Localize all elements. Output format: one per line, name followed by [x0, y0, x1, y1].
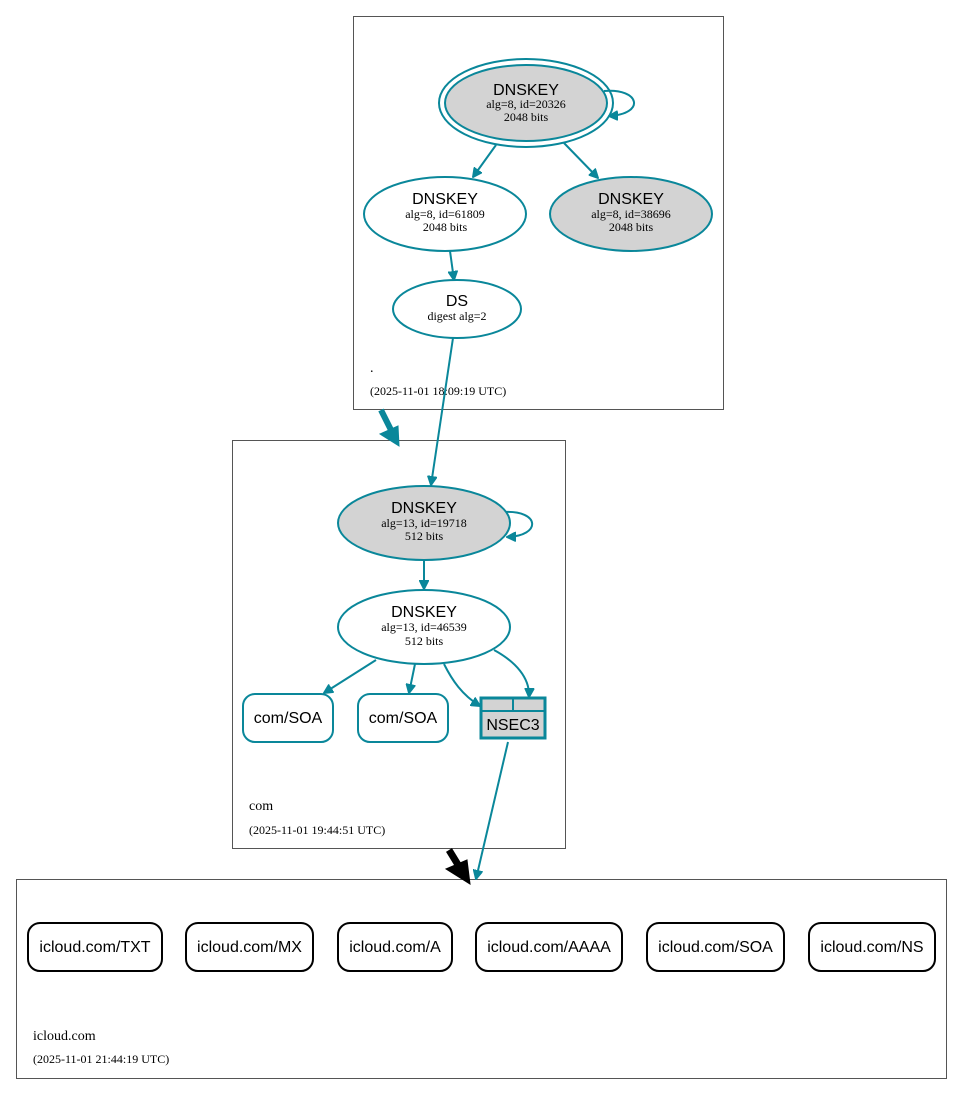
com-ksk-line1: alg=13, id=19718 — [381, 516, 467, 530]
com-zone-name: com — [249, 799, 273, 814]
com-nsec3-label: NSEC3 — [486, 717, 539, 734]
icloud-record-txt[interactable]: icloud.com/TXT — [27, 922, 163, 972]
com-soa-2-label: com/SOA — [369, 710, 438, 727]
edge-ds-to-com-ksk — [431, 337, 454, 485]
edge-com-zsk-to-soa2 — [409, 663, 416, 693]
root-other-title: DNSKEY — [598, 191, 664, 208]
edge-root-zsk-to-ds — [450, 250, 454, 280]
icloud-zone-name: icloud.com — [33, 1029, 96, 1044]
delegation-com-icloud-arrowhead — [444, 859, 471, 885]
icloud-zone-box — [16, 879, 947, 1079]
edge-delegation-root-com — [378, 408, 394, 432]
root-ksk-title: DNSKEY — [493, 82, 559, 99]
com-soa-node-1[interactable]: com/SOA — [242, 693, 334, 743]
icloud-zone-cluster: icloud.com (2025-11-01 21:44:19 UTC) — [16, 879, 947, 1079]
icloud-record-txt-label: icloud.com/TXT — [39, 939, 150, 956]
icloud-record-mx-label: icloud.com/MX — [197, 939, 302, 956]
com-ksk-title: DNSKEY — [391, 500, 457, 517]
edge-com-zsk-to-nsec3-b — [493, 649, 529, 697]
root-zone-timestamp: (2025-11-01 18:09:19 UTC) — [370, 384, 506, 398]
delegation-root-com-arrowhead — [378, 425, 400, 447]
edge-com-zsk-to-soa1 — [324, 659, 377, 693]
edge-root-ksk-to-zsk — [473, 144, 497, 177]
icloud-record-aaaa[interactable]: icloud.com/AAAA — [475, 922, 623, 972]
root-ksk-line1: alg=8, id=20326 — [486, 97, 566, 111]
root-ds-title: DS — [446, 293, 468, 310]
com-dnskey-zsk-node[interactable]: DNSKEY alg=13, id=46539 512 bits — [337, 589, 511, 665]
icloud-zone-timestamp: (2025-11-01 21:44:19 UTC) — [33, 1052, 169, 1066]
com-ksk-line2: 512 bits — [405, 529, 444, 543]
edge-root-ksk-self — [603, 89, 635, 116]
com-zsk-line1: alg=13, id=46539 — [381, 620, 467, 634]
root-other-line1: alg=8, id=38696 — [591, 207, 671, 221]
edge-root-ksk-to-other — [563, 142, 598, 178]
root-ds-line1: digest alg=2 — [427, 309, 486, 323]
root-ksk-line2: 2048 bits — [504, 110, 549, 124]
root-zsk-title: DNSKEY — [412, 191, 478, 208]
com-dnskey-ksk-node[interactable]: DNSKEY alg=13, id=19718 512 bits — [337, 485, 511, 561]
root-dnskey-ksk-node[interactable]: DNSKEY alg=8, id=20326 2048 bits — [438, 58, 614, 148]
icloud-record-soa-label: icloud.com/SOA — [658, 939, 773, 956]
com-soa-node-2[interactable]: com/SOA — [357, 693, 449, 743]
root-zsk-line2: 2048 bits — [423, 220, 468, 234]
root-other-line2: 2048 bits — [609, 220, 654, 234]
root-dnskey-other-node[interactable]: DNSKEY alg=8, id=38696 2048 bits — [549, 176, 713, 252]
root-dnskey-zsk-node[interactable]: DNSKEY alg=8, id=61809 2048 bits — [363, 176, 527, 252]
icloud-record-ns[interactable]: icloud.com/NS — [808, 922, 936, 972]
icloud-record-a-label: icloud.com/A — [349, 939, 441, 956]
root-zone-name: . — [370, 361, 374, 376]
com-zsk-line2: 512 bits — [405, 634, 444, 648]
com-soa-1-label: com/SOA — [254, 710, 323, 727]
icloud-record-mx[interactable]: icloud.com/MX — [185, 922, 314, 972]
icloud-record-a[interactable]: icloud.com/A — [337, 922, 453, 972]
com-zone-timestamp: (2025-11-01 19:44:51 UTC) — [249, 823, 385, 837]
edge-nsec3-to-icloud — [476, 741, 509, 879]
com-zsk-title: DNSKEY — [391, 604, 457, 621]
edge-com-ksk-self — [503, 510, 534, 537]
edges — [324, 89, 635, 885]
root-zsk-line1: alg=8, id=61809 — [405, 207, 485, 221]
com-nsec3-node[interactable]: NSEC3 — [479, 696, 547, 740]
icloud-record-soa[interactable]: icloud.com/SOA — [646, 922, 785, 972]
icloud-record-aaaa-label: icloud.com/AAAA — [487, 939, 611, 956]
root-ds-node[interactable]: DS digest alg=2 — [392, 279, 522, 339]
icloud-record-ns-label: icloud.com/NS — [820, 939, 923, 956]
edge-com-zsk-to-nsec3-a — [443, 663, 480, 706]
